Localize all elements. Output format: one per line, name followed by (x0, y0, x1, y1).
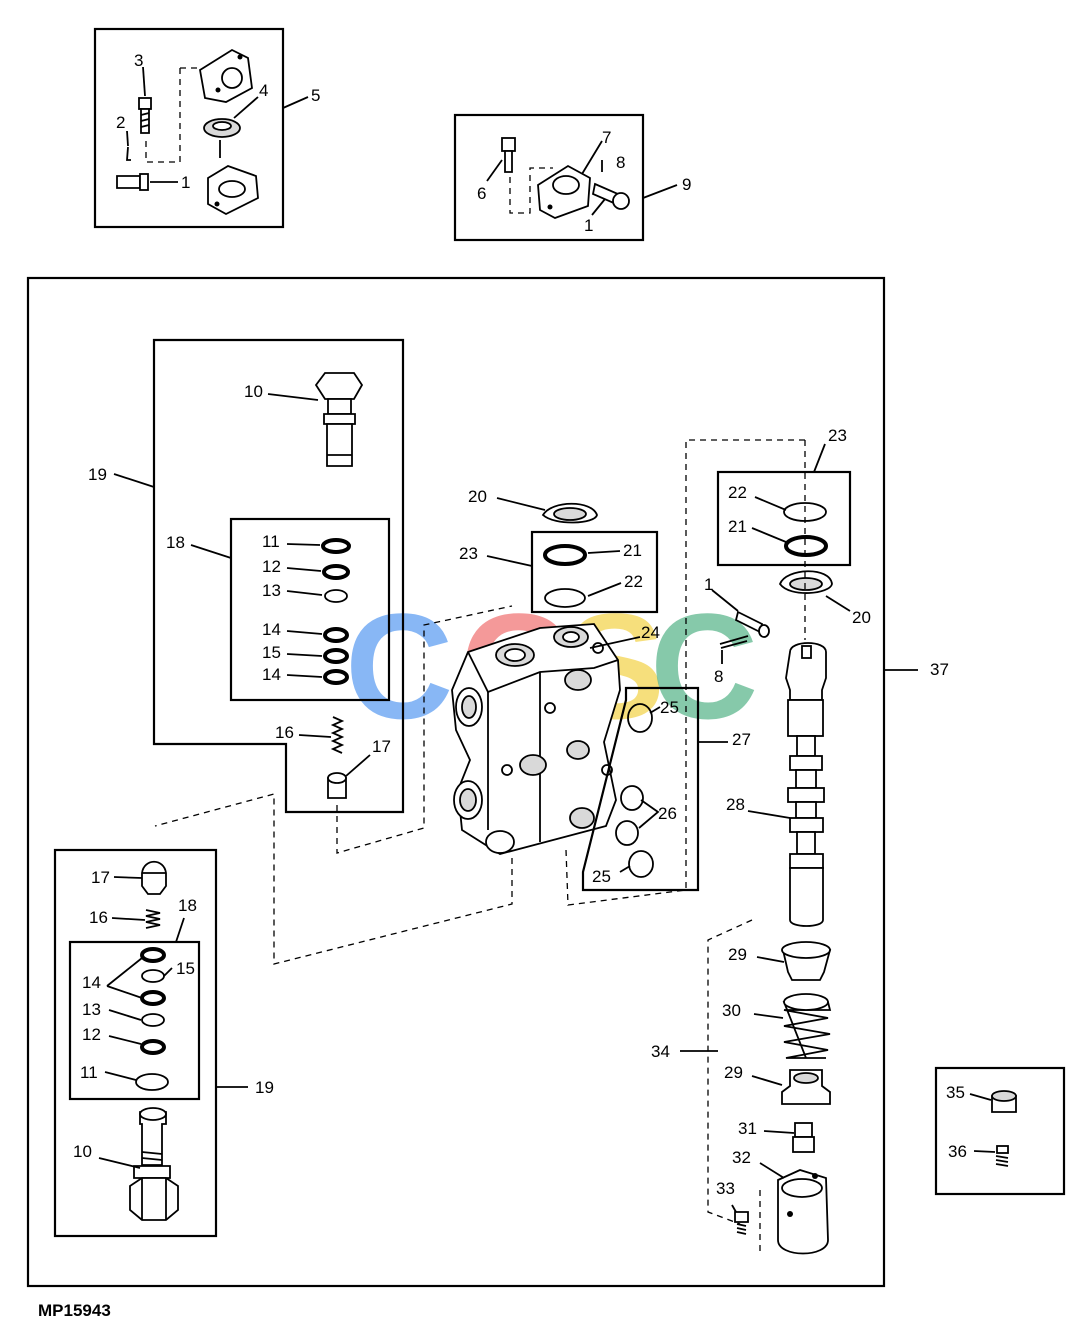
callout-23: 23 (459, 544, 478, 563)
inset-e: 35 36 (934, 1066, 1066, 1196)
callout-21-right: 21 (728, 517, 747, 536)
callout-14: 14 (262, 620, 281, 639)
inset-e-frame (934, 1066, 1066, 1196)
callout-34: 34 (651, 1042, 670, 1061)
callout-12-lower: 12 (82, 1025, 101, 1044)
callout-26: 26 (658, 804, 677, 823)
callout-11-lower: 11 (80, 1063, 98, 1082)
callout-8: 8 (616, 153, 625, 172)
spool-assembly: 1 8 37 28 29 30 29 34 31 32 33 (651, 440, 949, 1256)
callout-31: 31 (738, 1119, 757, 1138)
callout-9: 9 (682, 175, 691, 194)
relief-valve-cartridge-part (314, 372, 364, 400)
relief-valve-kit-lower: 17 16 18 14 15 13 12 11 19 10 (53, 848, 274, 1238)
callout-10: 10 (244, 382, 263, 401)
kit-19-frame-lower (53, 848, 218, 1238)
callout-17-lower: 17 (91, 868, 110, 887)
oring-kit-27: 25 26 25 27 (581, 686, 751, 892)
flange-cover-part (199, 48, 253, 103)
inset-a: 1 2 3 4 5 (93, 27, 320, 229)
callout-36: 36 (948, 1142, 967, 1161)
seal-kit-right: 23 22 21 20 (716, 426, 871, 627)
pivot-pin-part (116, 175, 141, 189)
watermark-letter-4: C (650, 582, 758, 750)
watermark-letter-1: C (345, 582, 453, 750)
poppet-part-lower (141, 860, 167, 895)
callout-1: 1 (181, 173, 190, 192)
valve-body-assembly (451, 623, 621, 855)
callout-6: 6 (477, 184, 486, 203)
centering-spring-part (782, 1001, 832, 1059)
kit-18-frame (229, 517, 391, 702)
kit-19-frame (152, 338, 405, 814)
kit-23-frame-right (716, 470, 852, 567)
callout-5: 5 (311, 86, 320, 105)
cap-screw-part (138, 97, 152, 110)
seal-kit-center: 20 23 21 22 24 (459, 487, 660, 649)
callout-15-lower: 15 (176, 959, 195, 978)
callout-12: 12 (262, 557, 281, 576)
callout-37: 37 (930, 660, 949, 679)
callout-14b: 14 (262, 665, 281, 684)
callout-25: 25 (660, 698, 679, 717)
callout-16-lower: 16 (89, 908, 108, 927)
callout-28: 28 (726, 795, 745, 814)
callout-13-lower: 13 (82, 1000, 101, 1019)
control-valve-body-part (451, 623, 621, 855)
kit-18-frame-lower (68, 940, 201, 1101)
callout-29b: 29 (724, 1063, 743, 1082)
callout-27: 27 (732, 730, 751, 749)
callout-3: 3 (134, 51, 143, 70)
callout-18: 18 (166, 533, 185, 552)
callout-21: 21 (623, 541, 642, 560)
callout-24: 24 (641, 623, 660, 642)
set-screw-part (996, 1145, 1009, 1154)
inset-b: 6 7 8 1 9 (453, 113, 691, 242)
socket-screw-part (501, 137, 516, 152)
callout-19-lower: 19 (255, 1078, 274, 1097)
inset-a-frame (93, 27, 285, 229)
callout-35: 35 (946, 1083, 965, 1102)
callout-10-lower: 10 (73, 1142, 92, 1161)
callout-22: 22 (624, 572, 643, 591)
kit-23-frame-center (530, 530, 659, 614)
callout-29: 29 (728, 945, 747, 964)
callout-8-spool: 8 (714, 667, 723, 686)
figure-code: MP15943 (38, 1301, 111, 1320)
callout-20: 20 (468, 487, 487, 506)
callout-19: 19 (88, 465, 107, 484)
cap-screw-part-33 (734, 1211, 749, 1223)
callout-17: 17 (372, 737, 391, 756)
callout-32: 32 (732, 1148, 751, 1167)
callout-33: 33 (716, 1179, 735, 1198)
callout-25b: 25 (592, 867, 611, 886)
callout-18-lower: 18 (178, 896, 197, 915)
callout-20-right: 20 (852, 608, 871, 627)
callout-22-right: 22 (728, 483, 747, 502)
callout-13: 13 (262, 581, 281, 600)
callout-14-lower: 14 (82, 973, 101, 992)
callout-1-spool: 1 (704, 575, 713, 594)
callout-7: 7 (602, 128, 611, 147)
callout-15: 15 (262, 643, 281, 662)
callout-23-right: 23 (828, 426, 847, 445)
kit-27-frame (581, 686, 700, 892)
main-frame (26, 276, 886, 1288)
spool-screw-part (794, 1122, 813, 1138)
control-spool-part (785, 642, 827, 701)
inset-b-frame (453, 113, 645, 242)
callout-11: 11 (262, 532, 280, 551)
flange-base-part (207, 165, 259, 216)
callout-4: 4 (259, 81, 268, 100)
relief-valve-kit-upper: 10 19 18 11 12 13 14 15 14 16 17 (88, 338, 405, 814)
callout-30: 30 (722, 1001, 741, 1020)
callout-2: 2 (116, 113, 125, 132)
callout-1b: 1 (584, 216, 593, 235)
callout-16: 16 (275, 723, 294, 742)
